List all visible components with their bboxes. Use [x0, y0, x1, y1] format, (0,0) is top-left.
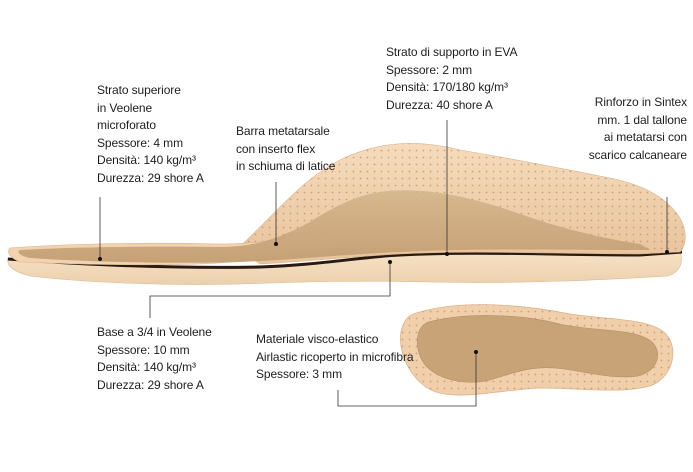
- label-sintex: Rinforzo in Sintex mm. 1 dal tallone ai …: [588, 95, 687, 162]
- label-top-layer: Strato superiore in Veolene microforato …: [97, 83, 204, 185]
- viscoelastic-pad: [416, 315, 658, 383]
- leader-base: [149, 262, 391, 318]
- label-viscoelastic: Materiale visco-elastico Airlastic ricop…: [256, 332, 414, 381]
- label-base: Base a 3/4 in Veolene Spessore: 10 mm De…: [97, 325, 212, 392]
- insole-top-view: [400, 304, 674, 396]
- black-stripe: [7, 250, 683, 269]
- label-eva-layer: Strato di supporto in EVA Spessore: 2 mm…: [386, 45, 518, 112]
- leader-lines: [98, 120, 669, 407]
- leader-viscoelastic: [337, 352, 477, 407]
- label-metatarsal-bar: Barra metatarsale con inserto flex in sc…: [236, 124, 336, 173]
- suede-bed: [18, 190, 651, 263]
